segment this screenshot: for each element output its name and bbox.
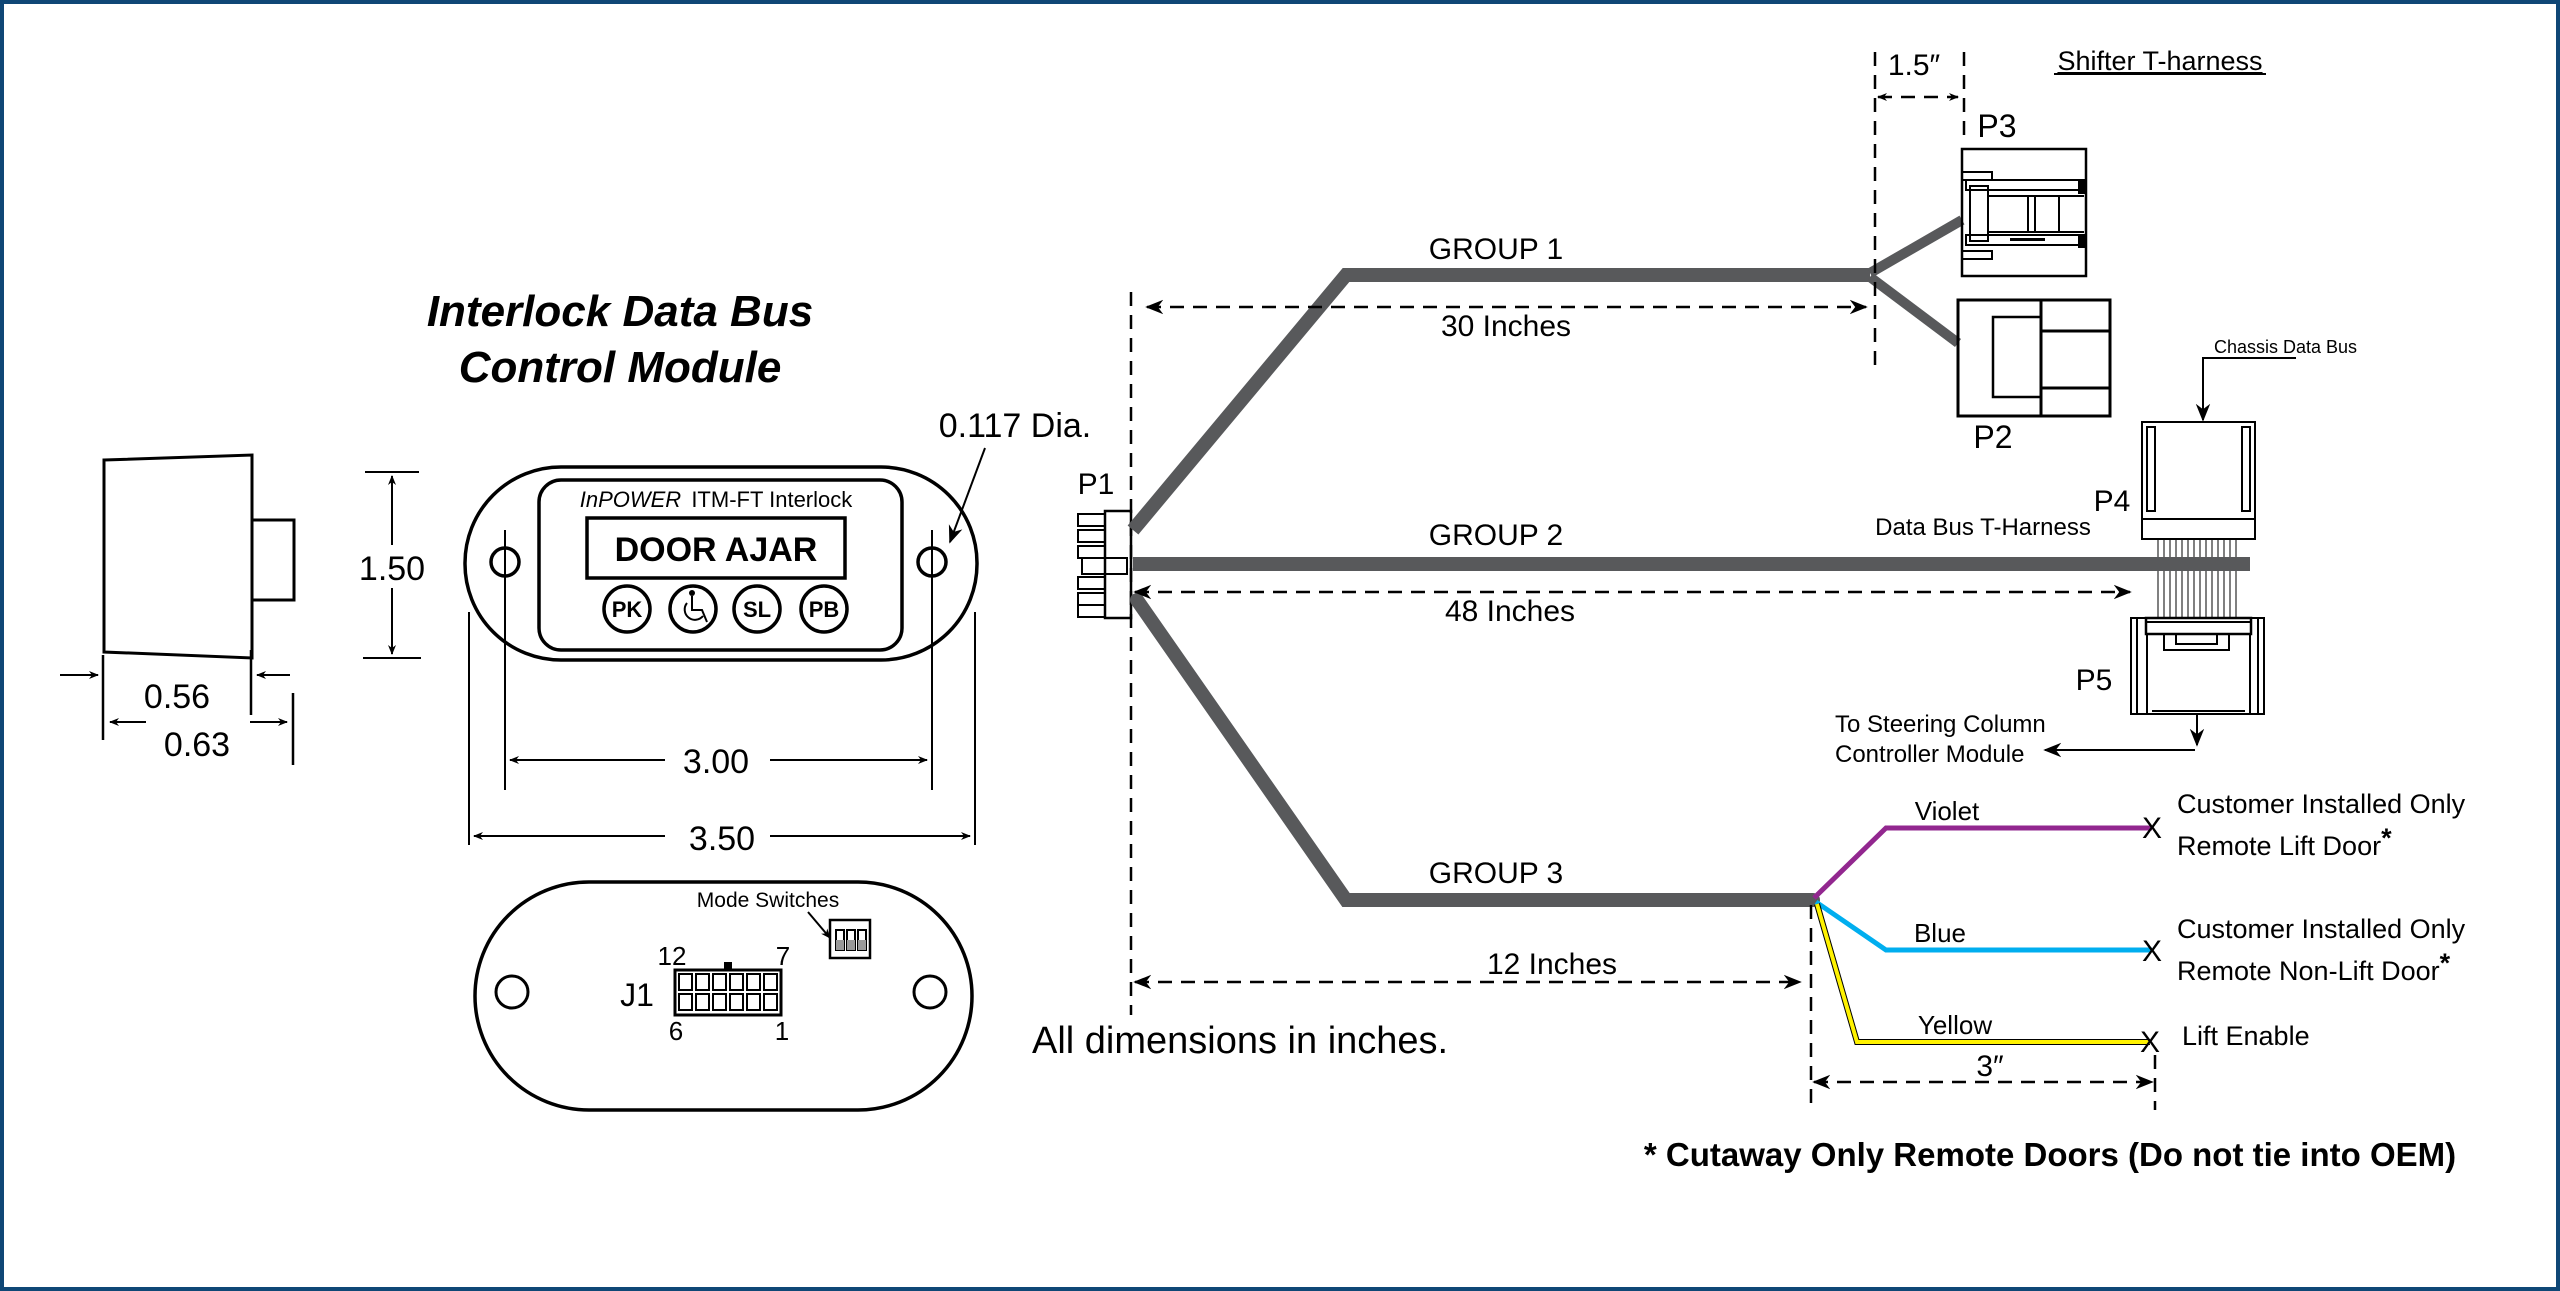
group-2-label: GROUP 2 xyxy=(1429,519,1564,552)
group-1-label: GROUP 1 xyxy=(1429,233,1564,266)
j1-connector xyxy=(673,962,783,1017)
wire-violet-asterisk: * xyxy=(2381,823,2392,853)
data-bus-title: Data Bus T-Harness xyxy=(1875,514,2091,541)
mode-switches[interactable] xyxy=(828,918,872,960)
wire-yellow-label: Yellow xyxy=(1918,1010,1992,1040)
j1-pin xyxy=(712,973,727,991)
button-pk[interactable]: PK xyxy=(602,584,652,634)
shifter-title: Shifter T-harness xyxy=(2057,46,2262,76)
wire-blue-desc-2-text: Remote Non-Lift Door xyxy=(2177,956,2440,986)
wire-violet-label: Violet xyxy=(1915,796,1980,826)
display-text: DOOR AJAR xyxy=(615,531,818,569)
p3-label: P3 xyxy=(1977,108,2016,144)
pigtail-length: 3″ xyxy=(1976,1050,2004,1083)
pin-label-12: 12 xyxy=(658,941,687,971)
wire-violet-desc-2-text: Remote Lift Door xyxy=(2177,831,2381,861)
pin-label-6: 6 xyxy=(669,1016,683,1046)
height-dimension xyxy=(363,471,421,659)
p3-connector[interactable] xyxy=(1960,147,2088,278)
p5-label: P5 xyxy=(2076,664,2113,697)
wire-blue-asterisk: * xyxy=(2440,948,2451,978)
j1-pin xyxy=(695,973,710,991)
j1-pin xyxy=(746,973,761,991)
data-bus-wires xyxy=(2157,539,2237,618)
button-pb-label: PB xyxy=(809,597,840,622)
group-3-length: 12 Inches xyxy=(1487,948,1617,981)
wire-violet-desc-1: Customer Installed Only xyxy=(2177,789,2466,819)
p2-label: P2 xyxy=(1973,419,2012,455)
p2-branch xyxy=(1867,273,1961,347)
wire-blue-desc-2: Remote Non-Lift Door* xyxy=(2177,948,2451,986)
dim-overall-width: 3.50 xyxy=(689,820,755,858)
p4-label: P4 xyxy=(2094,485,2131,518)
group-1-cable xyxy=(1127,268,1870,535)
wire-blue xyxy=(1814,899,2152,953)
pin-label-1: 1 xyxy=(775,1016,789,1046)
button-sl[interactable]: SL xyxy=(732,584,782,634)
wire-yellow-desc: Lift Enable xyxy=(2182,1021,2310,1051)
wheelchair-icon xyxy=(683,590,708,623)
j1-pin xyxy=(712,993,727,1011)
title-line-2: Control Module xyxy=(459,343,782,392)
j1-pin xyxy=(763,993,778,1011)
wire-blue-desc-1: Customer Installed Only xyxy=(2177,914,2466,944)
j1-pin xyxy=(763,973,778,991)
group-3-label: GROUP 3 xyxy=(1429,857,1564,890)
hole-diameter-label: 0.117 Dia. xyxy=(939,407,1091,445)
j1-pins xyxy=(678,973,778,1011)
wire-violet xyxy=(1812,825,2152,900)
wire-yellow-end: X xyxy=(2140,1026,2160,1059)
dim-height: 1.50 xyxy=(359,550,425,588)
p3-branch xyxy=(1867,215,1965,278)
chassis-leader xyxy=(2195,357,2296,422)
j1-pin xyxy=(729,993,744,1011)
group-2-length: 48 Inches xyxy=(1445,595,1575,628)
j1-pin xyxy=(746,993,761,1011)
p1-connector[interactable] xyxy=(1077,509,1133,620)
j1-pin xyxy=(678,993,693,1011)
module-side-view xyxy=(60,453,296,765)
wire-violet-end: X xyxy=(2142,812,2162,845)
j1-pin xyxy=(729,973,744,991)
group-1-length: 30 Inches xyxy=(1441,310,1571,343)
chassis-label: Chassis Data Bus xyxy=(2214,337,2357,357)
shifter-split-length: 1.5″ xyxy=(1888,49,1941,82)
module-back-view xyxy=(473,880,974,1112)
dimensions-note: All dimensions in inches. xyxy=(1032,1020,1448,1062)
footnote: * Cutaway Only Remote Doors (Do not tie … xyxy=(1644,1136,2456,1173)
p5-connector[interactable] xyxy=(2130,616,2265,715)
j1-label: J1 xyxy=(620,977,654,1013)
module-model: ITM-FT Interlock xyxy=(691,487,853,512)
j1-pin xyxy=(695,993,710,1011)
steering-line-1: To Steering Column xyxy=(1835,711,2046,738)
j1-pin xyxy=(678,973,693,991)
button-sl-label: SL xyxy=(743,597,771,622)
wire-violet-desc-2: Remote Lift Door* xyxy=(2177,823,2392,861)
dim-side-total: 0.63 xyxy=(164,726,230,764)
module-brand-line: InPOWER ITM-FT Interlock xyxy=(580,487,854,512)
module-front-view xyxy=(463,447,986,845)
dim-hole-spacing: 3.00 xyxy=(683,743,749,781)
button-pb[interactable]: PB xyxy=(799,584,849,634)
group-3-cable xyxy=(1130,593,1820,907)
pin-label-7: 7 xyxy=(776,941,790,971)
steering-line-2: Controller Module xyxy=(1835,741,2024,768)
wire-blue-label: Blue xyxy=(1914,918,1966,948)
wire-blue-end: X xyxy=(2142,935,2162,968)
mode-switches-label: Mode Switches xyxy=(697,889,839,912)
width-dimensions xyxy=(473,756,971,840)
dim-side-depth: 0.56 xyxy=(144,678,210,716)
button-pk-label: PK xyxy=(612,597,643,622)
p1-label: P1 xyxy=(1078,468,1115,501)
title-line-1: Interlock Data Bus xyxy=(427,287,813,336)
p2-connector[interactable] xyxy=(1956,298,2112,418)
wire-yellow xyxy=(1815,903,2150,1044)
p4-connector[interactable] xyxy=(2141,421,2256,540)
module-brand: InPOWER xyxy=(580,487,682,512)
button-wheelchair[interactable] xyxy=(668,584,718,634)
